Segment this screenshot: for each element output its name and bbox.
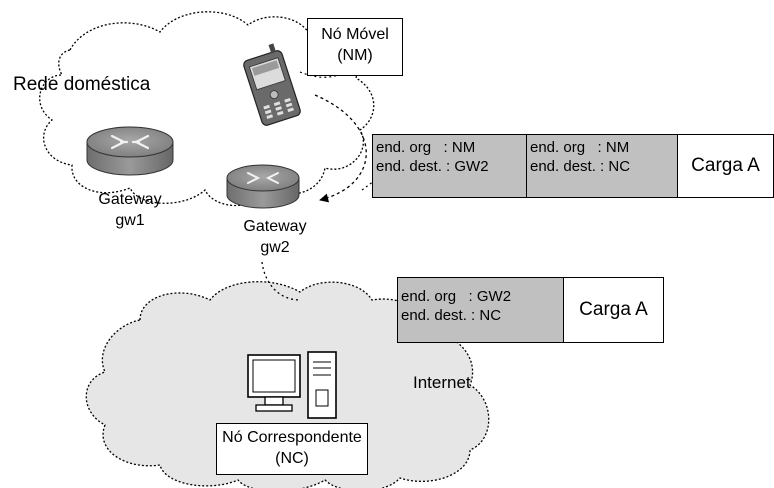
outer-header: end. org : NM end. dest. : GW2 (373, 135, 527, 197)
inner-header-destination: end. dest. : NC (530, 158, 631, 175)
inner-header-origin: end. org : NM (530, 139, 630, 156)
mobile-node-label-box: Nó Móvel (NM) (307, 18, 403, 76)
gateway-gw1-type: Gateway (98, 191, 162, 208)
home-network-label: Rede doméstica (13, 74, 151, 95)
gw2-internet-link (261, 261, 301, 301)
correspondent-node-label-box: Nó Correspondente (NC) (216, 423, 368, 475)
router-gw2-icon (226, 164, 300, 209)
gateway-gw1-id: gw1 (115, 212, 145, 229)
correspondent-node-name: Nó Correspondente (222, 429, 362, 446)
forwarded-packet: end. org : GW2 end. dest. : NC Carga A (397, 277, 664, 343)
forwarded-header-origin: end. org : GW2 (401, 288, 512, 305)
internet-label: Internet (413, 373, 471, 392)
gateway-gw2-label: Gateway gw2 (232, 216, 318, 258)
router-gw1-icon (86, 126, 174, 176)
tunnel-arrow (314, 94, 367, 203)
outer-header-origin: end. org : NM (376, 139, 476, 156)
forwarded-header-destination: end. dest. : NC (401, 307, 502, 324)
inner-header: end. org : NM end. dest. : NC (527, 135, 678, 197)
mobile-node-abbr: (NM) (337, 47, 373, 64)
gateway-gw2-id: gw2 (260, 239, 290, 256)
tunneled-packet: end. org : NM end. dest. : GW2 end. org … (372, 134, 774, 198)
mobile-node-name: Nó Móvel (321, 26, 389, 43)
forwarded-payload: Carga A (579, 299, 648, 320)
gateway-gw1-label: Gateway gw1 (87, 189, 173, 231)
gateway-gw2-type: Gateway (243, 218, 307, 235)
tunneled-payload: Carga A (691, 155, 760, 176)
correspondent-node-abbr: (NC) (275, 450, 309, 467)
forwarded-header: end. org : GW2 end. dest. : NC (398, 278, 564, 342)
desktop-computer-icon (247, 351, 337, 419)
mobile-phone-icon (243, 43, 301, 126)
outer-header-destination: end. dest. : GW2 (376, 158, 489, 175)
